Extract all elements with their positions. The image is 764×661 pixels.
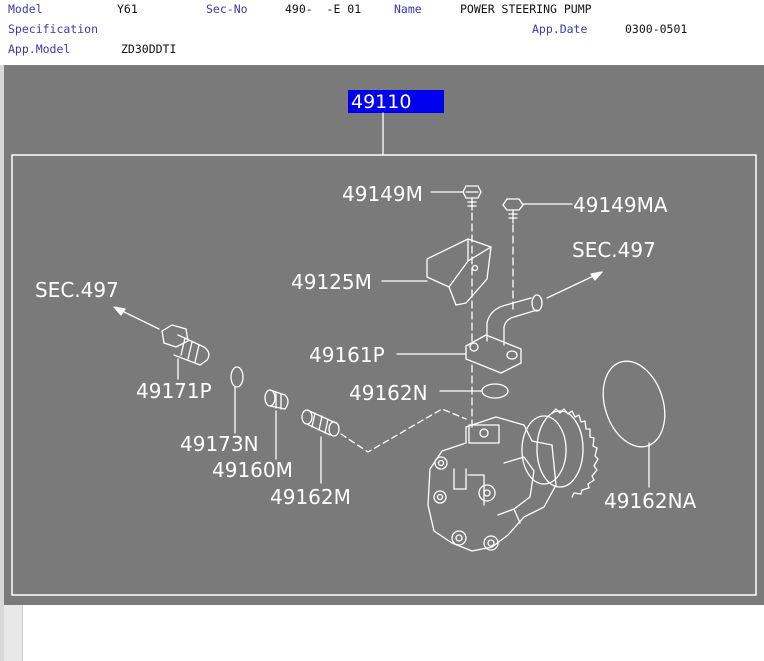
part-label-49125m[interactable]: 49125M bbox=[291, 270, 372, 294]
part-label-49162na[interactable]: 49162NA bbox=[604, 489, 697, 513]
spec-label: Specification bbox=[8, 22, 99, 36]
appdate-value: 0300-0501 bbox=[625, 22, 688, 36]
bolt-49149ma-drawing bbox=[502, 198, 524, 224]
gasket-49162na-drawing bbox=[602, 360, 666, 448]
assembly-part-number[interactable]: 49110 bbox=[351, 91, 411, 113]
bolt-49149m-drawing bbox=[462, 185, 482, 211]
bracket-49125m-drawing bbox=[426, 238, 492, 306]
appmodel-value: ZD30DDTI bbox=[121, 42, 177, 56]
oring-49162n-drawing bbox=[481, 383, 509, 399]
lower-panel bbox=[4, 605, 764, 661]
model-value: Y61 bbox=[117, 2, 138, 16]
parts-diagram: 49110 49149M 49149MA bbox=[11, 90, 757, 596]
appdate-label: App.Date bbox=[532, 22, 588, 36]
appmodel-label: App.Model bbox=[8, 42, 71, 56]
fitting-49171p-drawing bbox=[161, 324, 210, 366]
part-header: Model Y61 Sec-No 490- -E 01 Name POWER S… bbox=[0, 0, 764, 65]
model-label: Model bbox=[8, 2, 43, 16]
name-value: POWER STEERING PUMP bbox=[460, 2, 592, 16]
name-label: Name bbox=[394, 2, 422, 16]
power-steering-pump-drawing bbox=[427, 408, 599, 552]
part-label-49149m[interactable]: 49149M bbox=[342, 182, 423, 206]
parts-diagram-canvas: 49110 49149M 49149MA bbox=[4, 65, 764, 605]
ref-label-sec497-right[interactable]: SEC.497 bbox=[572, 238, 656, 262]
assembly-path-inlet bbox=[340, 408, 467, 453]
ref-label-sec497-left[interactable]: SEC.497 bbox=[35, 278, 119, 302]
filter-49160m-drawing bbox=[264, 389, 289, 410]
left-strip bbox=[0, 0, 4, 661]
part-label-49149ma[interactable]: 49149MA bbox=[573, 193, 668, 217]
arrow-sec497-right bbox=[590, 271, 603, 281]
part-label-49161p[interactable]: 49161P bbox=[309, 343, 385, 367]
secno-label: Sec-No bbox=[206, 2, 248, 16]
part-label-49160m[interactable]: 49160M bbox=[212, 458, 293, 482]
connector-49162m-drawing bbox=[301, 409, 340, 437]
part-label-49162m[interactable]: 49162M bbox=[270, 485, 351, 509]
lower-left-gutter bbox=[4, 605, 23, 661]
part-label-49162n[interactable]: 49162N bbox=[349, 381, 428, 405]
assembly-highlight[interactable] bbox=[348, 90, 444, 113]
secno-value: 490- -E 01 bbox=[285, 2, 362, 16]
oring-49173n-drawing bbox=[230, 366, 244, 388]
part-label-49173n[interactable]: 49173N bbox=[180, 432, 259, 456]
pipe-fitting-49161p-drawing bbox=[465, 294, 543, 374]
part-label-49171p[interactable]: 49171P bbox=[136, 379, 212, 403]
assembly-frame bbox=[11, 154, 757, 596]
arrow-sec497-left bbox=[113, 306, 126, 316]
